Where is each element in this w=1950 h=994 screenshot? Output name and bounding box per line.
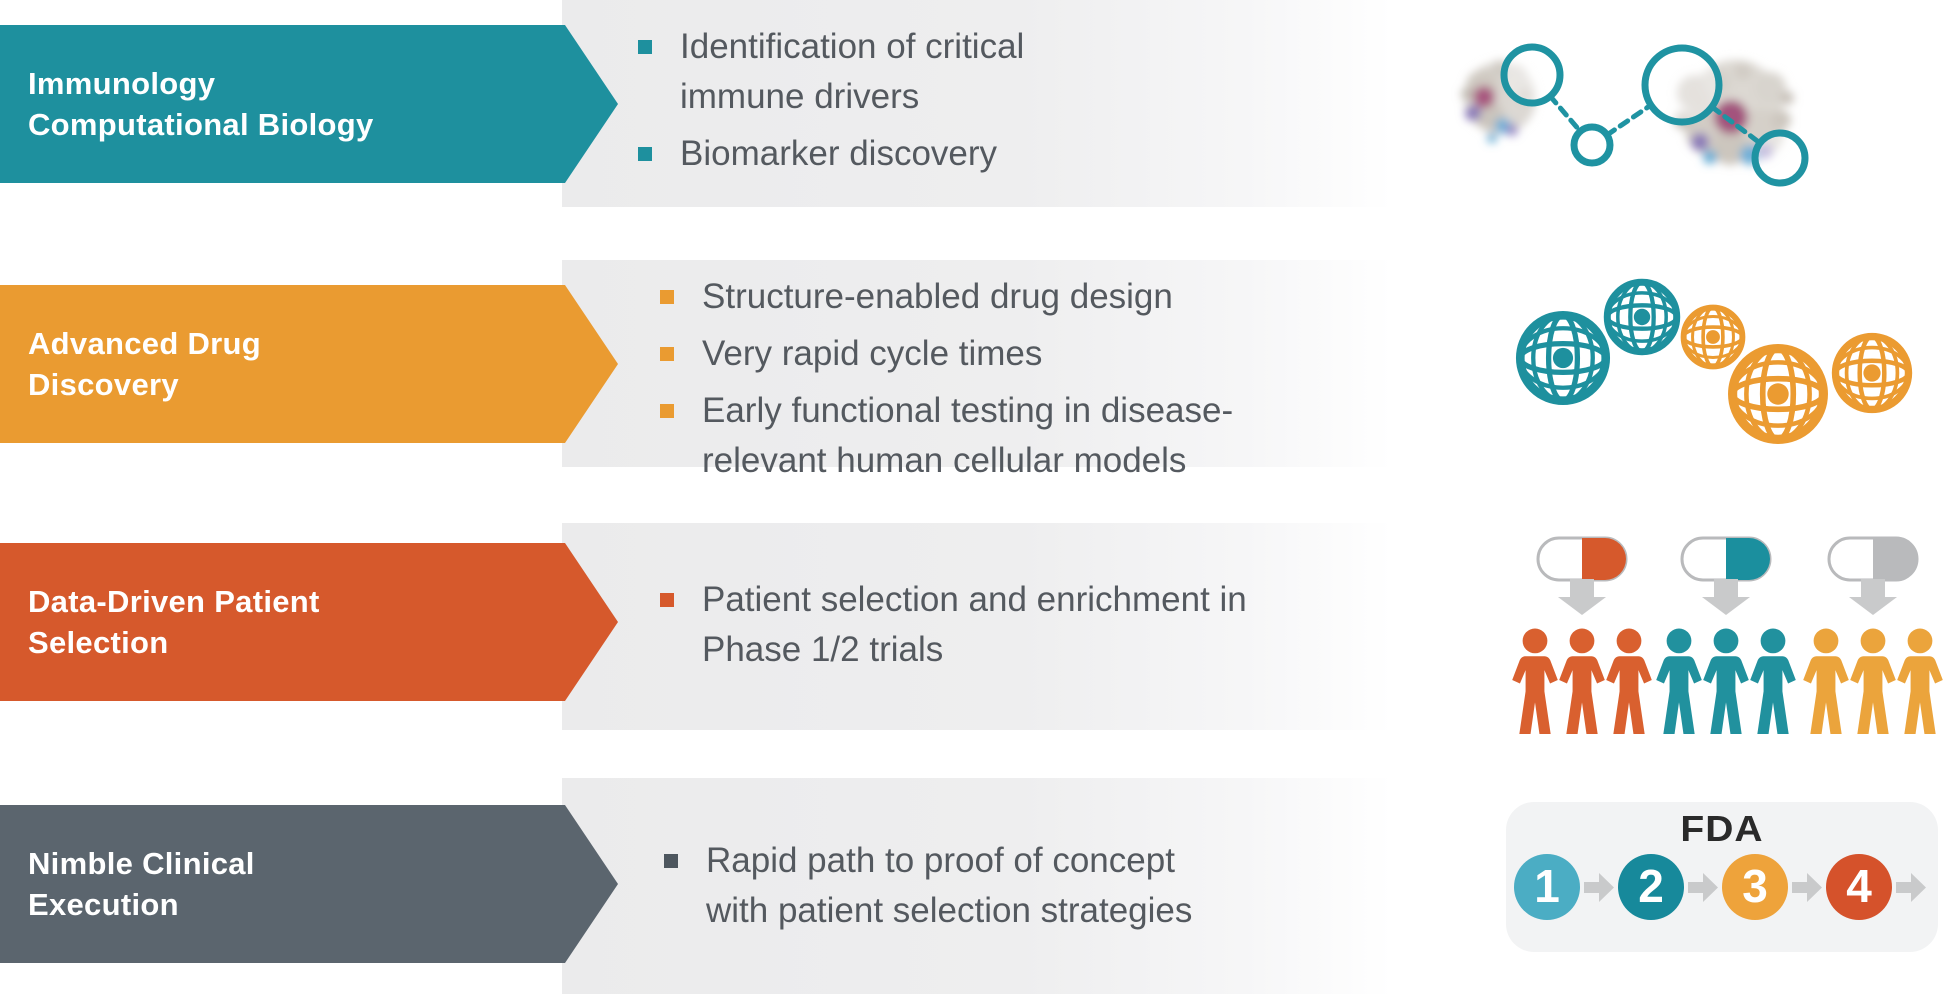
right-arrow-icon — [1584, 872, 1614, 902]
list-item: Patient selection and enrichment in Phas… — [660, 575, 1260, 675]
globe-icon-orange — [1836, 337, 1909, 410]
bullet-square-icon — [660, 290, 674, 304]
bullet-label: Biomarker discovery — [680, 134, 998, 173]
content-panel — [562, 260, 1392, 467]
list-item: Biomarker discovery — [638, 129, 1118, 179]
content-panel — [562, 523, 1392, 730]
highlight-ring-icons — [1500, 43, 1809, 187]
globe-icon-orange — [1733, 349, 1824, 440]
patient-group — [1803, 628, 1943, 735]
bullet-list: Structure-enabled drug design Very rapid… — [660, 272, 1320, 493]
banner-title-line: Selection — [28, 625, 169, 660]
phase-steps-row: 1 2 3 4 — [1514, 854, 1930, 920]
banner-immunology-computational-biology: Immunology Computational Biology — [0, 25, 618, 183]
list-item: Early functional testing in disease-rele… — [660, 386, 1320, 486]
globe-icon-orange — [1684, 308, 1743, 367]
down-arrow-icon — [1702, 579, 1750, 615]
phase-4-badge: 4 — [1826, 854, 1892, 920]
bullet-label: Rapid path to proof of concept with pati… — [706, 841, 1193, 930]
phase-2-badge: 2 — [1618, 854, 1684, 920]
protein-interaction-network-illustration — [1461, 43, 1809, 187]
capsule-group-yellow — [1803, 536, 1943, 735]
molecular-globes-illustration — [1490, 250, 1940, 480]
capsule-group-teal — [1656, 536, 1796, 735]
right-arrow-icon — [1792, 872, 1822, 902]
banner-advanced-drug-discovery: Advanced Drug Discovery — [0, 285, 618, 443]
list-item: Structure-enabled drug design — [660, 272, 1320, 322]
bullet-square-icon — [664, 854, 678, 868]
banner-nimble-clinical-execution: Nimble Clinical Execution — [0, 805, 618, 963]
bullet-square-icon — [660, 404, 674, 418]
banner-title-line: Data-Driven Patient — [28, 584, 320, 619]
bullet-list: Patient selection and enrichment in Phas… — [660, 575, 1260, 682]
patient-group — [1512, 628, 1652, 735]
list-item: Very rapid cycle times — [660, 329, 1320, 379]
phase-3-badge: 3 — [1722, 854, 1788, 920]
capsule-half — [1726, 538, 1770, 580]
right-arrow-icon — [1688, 872, 1718, 902]
banner-title-line: Computational Biology — [28, 107, 374, 142]
banner-title-line: Discovery — [28, 367, 179, 402]
capsule-half — [1873, 538, 1917, 580]
bullet-label: Very rapid cycle times — [702, 334, 1043, 373]
bullet-square-icon — [638, 147, 652, 161]
bullet-list: Rapid path to proof of concept with pati… — [664, 836, 1239, 943]
banner-title-line: Execution — [28, 887, 179, 922]
fda-logo: FDA — [1680, 809, 1764, 850]
patient-group — [1656, 628, 1796, 735]
down-arrow-icon — [1558, 579, 1606, 615]
list-item: Identification of critical immune driver… — [638, 22, 1118, 122]
capsule-half — [1582, 538, 1626, 580]
bullet-label: Early functional testing in disease-rele… — [702, 391, 1234, 480]
bullet-square-icon — [660, 347, 674, 361]
globe-icon-teal — [1520, 315, 1605, 400]
capsules-patient-groups-illustration — [1512, 536, 1943, 735]
right-arrow-icon — [1896, 872, 1926, 902]
bullet-label: Structure-enabled drug design — [702, 277, 1173, 316]
globe-icon-teal — [1607, 282, 1676, 351]
content-panel — [562, 778, 1392, 994]
bullet-label: Patient selection and enrichment in Phas… — [702, 580, 1247, 669]
capsule-group-orange — [1512, 536, 1652, 735]
banner-title-line: Nimble Clinical — [28, 846, 255, 881]
down-arrow-icon — [1849, 579, 1897, 615]
fda-phase-timeline-card: FDA 1 2 3 4 — [1506, 802, 1938, 952]
bullet-square-icon — [638, 40, 652, 54]
banner-title-line: Immunology — [28, 66, 216, 101]
bullet-label: Identification of critical immune driver… — [680, 27, 1025, 116]
banner-data-driven-patient-selection: Data-Driven Patient Selection — [0, 543, 618, 701]
list-item: Rapid path to proof of concept with pati… — [664, 836, 1239, 936]
banner-title-line: Advanced Drug — [28, 326, 261, 361]
bullet-square-icon — [660, 593, 674, 607]
dashed-connector-lines — [1547, 93, 1763, 146]
bullet-list: Identification of critical immune driver… — [638, 22, 1118, 186]
content-panel — [562, 0, 1392, 207]
phase-1-badge: 1 — [1514, 854, 1580, 920]
